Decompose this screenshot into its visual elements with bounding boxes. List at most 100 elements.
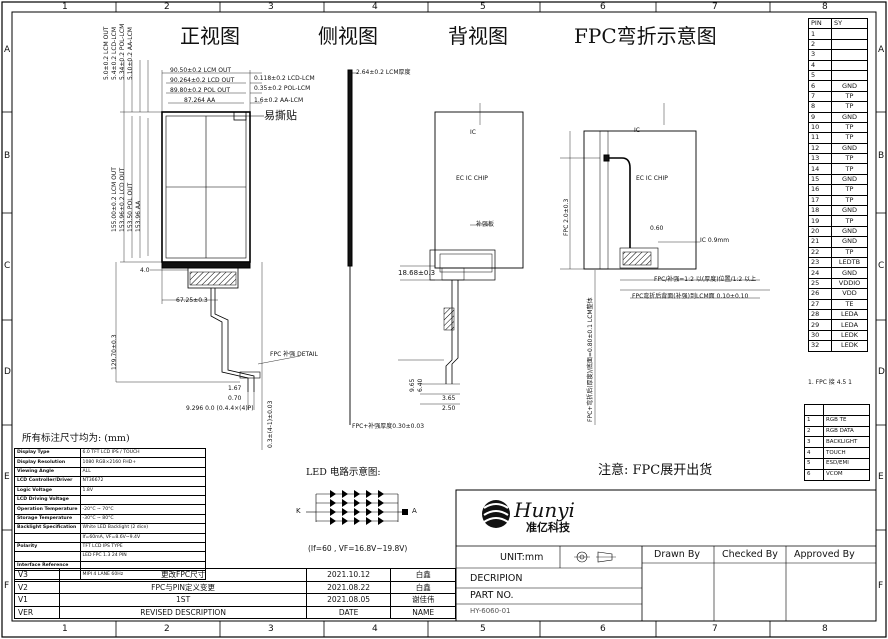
pin-symbol (831, 59, 868, 71)
pin-symbol: TP (831, 101, 868, 113)
spec-row: Operation Temperature-20°C ~ 70°C (14, 504, 207, 515)
front-view-title: 正视图 (180, 24, 240, 48)
pin-number: 5 (808, 69, 832, 82)
col-label: 3 (268, 2, 274, 12)
pin-number: 9 (808, 111, 832, 123)
dim-text: 4.0 (140, 267, 150, 274)
pin-number: 20 (808, 225, 832, 238)
back-view-title: 背视图 (448, 24, 508, 48)
spec-row: If=60mA, VF=8.6V~9.4V (14, 532, 207, 543)
pin-symbol: TP (831, 246, 868, 259)
rev-description: REVISED DESCRIPTION (59, 605, 307, 620)
spec-key: Backlight Specification (14, 523, 81, 534)
row-label: E (878, 472, 884, 482)
note-text: RGB TE (823, 414, 870, 427)
pin-symbol: VDDIO (831, 277, 868, 290)
pin-number: 6 (808, 80, 832, 92)
dim-text: 5.34±0.2 POL-LCM (119, 23, 126, 80)
dim-text: 9.65 (409, 378, 416, 392)
pin-number: 12 (808, 142, 832, 155)
dim-text: FPC+弯折后(厚度)/底面=0.80±0.1 LCM整体 (587, 297, 594, 422)
dim-text: IC (470, 129, 476, 136)
spec-row: LCD Driving Voltage (14, 494, 207, 506)
note-text (823, 404, 870, 416)
rev-description: 更改FPC尺寸 (59, 568, 307, 582)
pin-symbol: GND (831, 173, 868, 186)
spec-key: Storage Temperature (14, 513, 81, 525)
note-text: TOUCH (823, 447, 870, 459)
spec-value: NT36672 (79, 476, 207, 487)
pin-symbol: LEDK (831, 340, 868, 352)
pin-symbol (831, 38, 868, 51)
row-label: B (4, 151, 11, 161)
col-label: 3 (268, 624, 274, 634)
spec-row: LED FPC 1.3 24 PIN (14, 551, 207, 562)
pin-number: 22 (808, 246, 832, 259)
pin-row: 3 (808, 49, 868, 61)
rev-name: NAME (390, 605, 456, 620)
note-index: 2 (804, 425, 824, 438)
pin-symbol (831, 49, 868, 61)
row-label: F (878, 581, 884, 591)
pin-symbol: LEDA (831, 308, 868, 321)
col-label: 6 (600, 2, 606, 12)
led-title: LED 电路示意图: (306, 467, 381, 478)
note-index: 6 (804, 468, 824, 481)
rev-date: 2021.10.12 (305, 568, 392, 582)
rev-name: 白鑫 (390, 580, 456, 595)
col-label: 1 (62, 2, 68, 12)
inner-frame (11, 11, 877, 622)
pin-symbol: TP (831, 163, 868, 175)
pin-row: 1 (808, 28, 868, 40)
dim-text: 89.80±0.2 POL OUT (170, 87, 231, 94)
note-text: VCOM (823, 468, 870, 481)
led-k: K (296, 507, 301, 515)
pin-number: 19 (808, 215, 832, 227)
spec-value: White LED Backlight (2 dice) (79, 523, 207, 534)
rev-description: FPC与PIN定义变更 (59, 580, 307, 595)
bend-outline (583, 130, 697, 270)
sym-header: SY (831, 17, 868, 30)
pin-number: 3 (808, 49, 832, 61)
back-outline (434, 111, 524, 269)
fpc-shipping-note: 注意: FPC展开出货 (598, 463, 713, 478)
dim-text: 155.00±0.2 LCM OUT (111, 167, 118, 232)
pin-symbol: GND (831, 142, 868, 155)
spec-value: LED FPC 1.3 24 PIN (79, 551, 207, 562)
spec-key: LCD Driving Voltage (14, 494, 81, 506)
note-index: 3 (804, 436, 824, 449)
lcd-bottom-edge (161, 261, 251, 269)
row-label: C (878, 261, 885, 271)
col-label: 8 (822, 624, 828, 634)
row-label: F (4, 581, 10, 591)
pin-number: 32 (808, 340, 832, 352)
company-name: Hunyi (514, 498, 575, 522)
col-label: 7 (712, 624, 718, 634)
col-label: 5 (480, 2, 486, 12)
led-circuit (306, 493, 408, 522)
dim-text: 6.40 (417, 378, 424, 392)
rev-name: 白鑫 (390, 568, 456, 582)
spec-key: Viewing Angle (14, 466, 81, 478)
spec-key: Polarity (14, 541, 81, 553)
company-name-cn: 准亿科技 (526, 521, 570, 534)
fpc-bonding (187, 267, 239, 289)
row-label: D (4, 367, 11, 377)
pin-row: 5 (808, 69, 868, 82)
description-label: DECRIPION (470, 573, 523, 584)
pin-footnote: 1. FPC 接 4.5 1 (808, 379, 852, 386)
